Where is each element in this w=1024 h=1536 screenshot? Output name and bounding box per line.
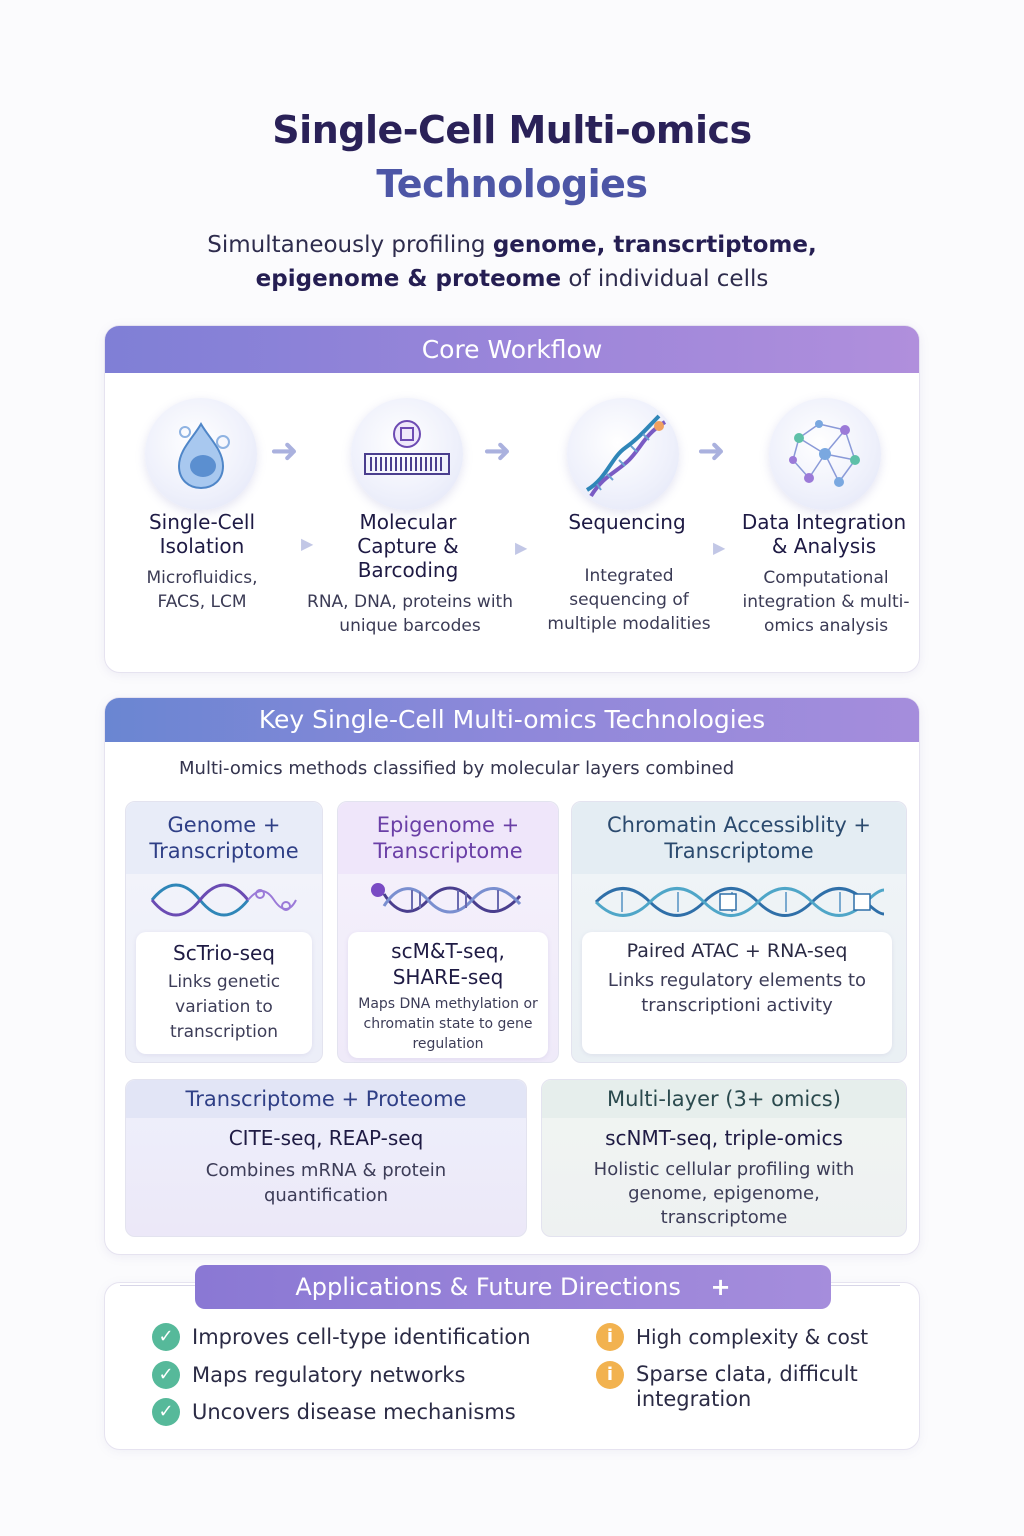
page-title-line2: Technologies [376,162,648,206]
tech-tile-detail: ScTrio-seq Links genetic variation to tr… [136,932,312,1054]
page-subtitle: Simultaneously profiling genome, transcr… [140,228,884,296]
check-icon: ✓ [152,1323,180,1351]
tech-desc: Links regulatory elements to transcripti… [607,970,867,1016]
workflow-card: Core Workflow ➜ ➜ [104,325,920,673]
check-icon: ✓ [152,1361,180,1389]
arrow-small-3: ▶ [713,538,726,557]
tech-methods: scM&T-seq, SHARE-seq [391,939,505,989]
tech-tile-header: Chromatin Accessiblity + Transcriptome [572,802,906,874]
step-1-desc: Microfluidics, FACS, LCM [146,568,258,612]
cell-icon [177,421,230,490]
challenge-item: Sparse clata, difficult integration [636,1362,858,1411]
page-title: Single-Cell Multi-omics [272,108,752,152]
tech-tile-chromatin-transcriptome: Chromatin Accessiblity + Transcriptome P… [571,801,907,1063]
check-icon: ✓ [152,1398,180,1426]
tech-tile-header: Epigenome + Transcriptome [338,802,558,874]
barcode-icon [364,420,450,475]
technologies-caption: Multi-omics methods classified by molecu… [179,758,735,779]
technologies-card: Key Single-Cell Multi-omics Technologies… [104,697,920,1255]
step-3-title: Sequencing [568,510,686,534]
dna-helix-icon [150,883,297,917]
tech-tile-detail: Paired ATAC + RNA-seq Links regulatory e… [582,932,892,1054]
tech-tile-transcriptome-proteome: Transcriptome + Proteome CITE-seq, REAP-… [125,1079,527,1237]
plus-icon: + [710,1273,731,1301]
network-icon [789,420,860,487]
benefit-item: Improves cell-type identification [192,1325,531,1349]
step-4-desc: Computational integration & multi-omics … [742,568,910,636]
arrow-3: ➜ [697,431,726,471]
info-icon: i [596,1323,624,1351]
step-4-icon-circle [769,398,881,510]
step-1-title: Single-Cell Isolation [148,510,256,558]
chromatin-dna-icon [594,887,885,917]
applications-banner-label: Applications & Future Directions [295,1273,681,1301]
step-3-icon-circle [567,398,679,510]
tech-methods: Paired ATAC + RNA-seq [626,940,848,962]
tech-desc: Combines mRNA & protein quantification [205,1160,447,1206]
technologies-banner: Key Single-Cell Multi-omics Technologies [105,698,919,742]
tech-tile-header: Genome + Transcriptome [126,802,322,874]
tech-desc: Maps DNA methylation or chromatin state … [358,996,538,1052]
tech-desc: Links genetic variation to transcription [167,972,281,1042]
tech-tile-epigenome-transcriptome: Epigenome + Transcriptome scM&T-seq, SHA… [337,801,559,1063]
tech-tile-genome-transcriptome: Genome + Transcriptome ScTrio-seq Links … [125,801,323,1063]
tech-desc: Holistic cellular profiling with genome,… [593,1159,855,1228]
methylated-dna-icon [371,883,522,914]
step-3-desc: Integrated sequencing of multiple modali… [547,566,711,634]
step-2-icon-circle [351,398,463,510]
tech-tile-detail: scM&T-seq, SHARE-seq Maps DNA methylatio… [348,932,548,1058]
challenge-item: High complexity & cost [636,1325,869,1349]
tech-methods: ScTrio-seq [173,941,275,965]
step-2-title: Molecular Capture & Barcoding [357,510,459,582]
benefit-item: Uncovers disease mechanisms [192,1400,516,1424]
step-1-icon-circle [145,398,257,510]
tech-tile-header: Transcriptome + Proteome [126,1080,526,1118]
tech-methods: CITE-seq, REAP-seq [228,1126,424,1150]
arrow-2: ➜ [483,431,512,471]
dna-helix-icon [585,414,667,498]
applications-card [104,1282,920,1450]
arrow-small-2: ▶ [515,538,528,557]
info-icon: i [596,1361,624,1389]
subtitle-bold-1: genome, transcrtiptome, [492,232,817,258]
arrow-small-1: ▶ [301,534,314,553]
subtitle-bold-2: epigenome & proteome [255,266,562,292]
step-2-desc: RNA, DNA, proteins with unique barcodes [307,592,513,636]
subtitle-pre: Simultaneously profiling [207,232,493,258]
step-4-title: Data Integration & Analysis [741,510,907,558]
workflow-banner: Core Workflow [105,326,919,373]
applications-banner: Applications & Future Directions + [195,1265,831,1309]
tech-tile-header: Multi-layer (3+ omics) [542,1080,906,1118]
tech-methods: scNMT-seq, triple-omics [605,1126,843,1150]
arrow-1: ➜ [270,431,299,471]
subtitle-post: of individual cells [561,266,769,292]
benefit-item: Maps regulatory networks [192,1363,466,1387]
tech-tile-multi-layer: Multi-layer (3+ omics) scNMT-seq, triple… [541,1079,907,1237]
